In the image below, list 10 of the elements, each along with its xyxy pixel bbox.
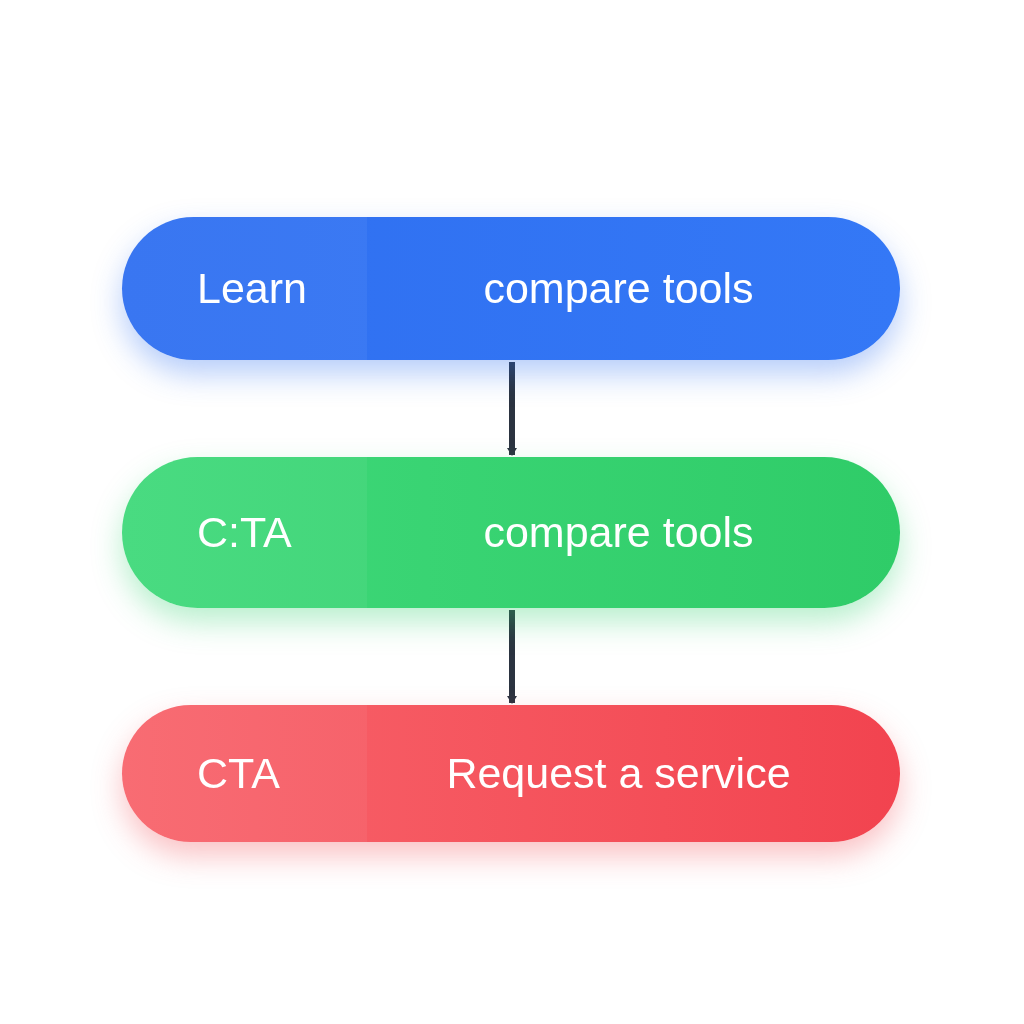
step-label: C:TA — [122, 457, 367, 608]
arrow — [507, 362, 517, 456]
step-pill — [122, 457, 900, 608]
arrow — [507, 610, 517, 704]
step-text: compare tools — [482, 263, 755, 315]
step-label: Learn — [122, 217, 367, 360]
step-label: CTA — [122, 705, 367, 842]
step-pill — [122, 217, 900, 360]
step-text: Request a service — [445, 748, 792, 800]
step-text: compare tools — [482, 507, 755, 559]
